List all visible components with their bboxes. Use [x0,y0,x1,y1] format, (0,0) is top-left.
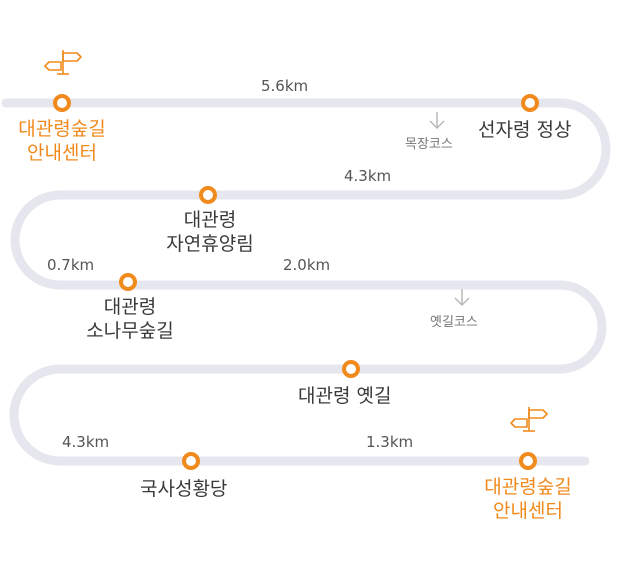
distance-label: 4.3km [62,433,110,451]
place-summit: 선자령 정상 [478,119,572,141]
place-end: 대관령숲길 안내센터 [470,476,586,524]
place-shrine: 국사성황당 [140,478,228,500]
place-pine-line1: 대관령 [103,296,157,318]
place-pine-line2: 소나무숲길 [86,319,174,342]
distance-label: 4.3km [344,167,392,185]
distance-label: 5.6km [261,77,309,95]
marker-summit [521,94,539,112]
marker-start [53,94,71,112]
distance-label: 1.3km [366,433,414,451]
marker-forest [199,186,217,204]
place-start-line1: 대관령숲길 [18,118,106,140]
signpost-icon [510,407,548,432]
arrow-down-icon [429,112,445,129]
place-forest-line2: 자연휴양림 [166,232,254,255]
course-label-ranch: 목장코스 [405,137,453,152]
distance-label: 0.7km [47,256,95,274]
arrow-down-icon [454,289,470,306]
place-end-line1: 대관령숲길 [484,476,572,498]
place-end-line2: 안내센터 [493,499,563,522]
marker-shrine [182,452,200,470]
place-start-line2: 안내센터 [27,141,97,164]
place-forest-line1: 대관령 [183,209,237,231]
course-label-oldroad: 옛길코스 [430,315,478,330]
marker-oldroad [342,360,360,378]
place-oldroad: 대관령 옛길 [298,385,392,407]
distance-label: 2.0km [283,256,331,274]
place-start: 대관령숲길 안내센터 [4,118,120,166]
marker-end [519,452,537,470]
signpost-icon [44,50,82,75]
place-pine: 대관령 소나무숲길 [68,296,192,344]
marker-pine [119,273,137,291]
route-path [1,98,611,466]
place-forest: 대관령 자연휴양림 [148,209,272,257]
